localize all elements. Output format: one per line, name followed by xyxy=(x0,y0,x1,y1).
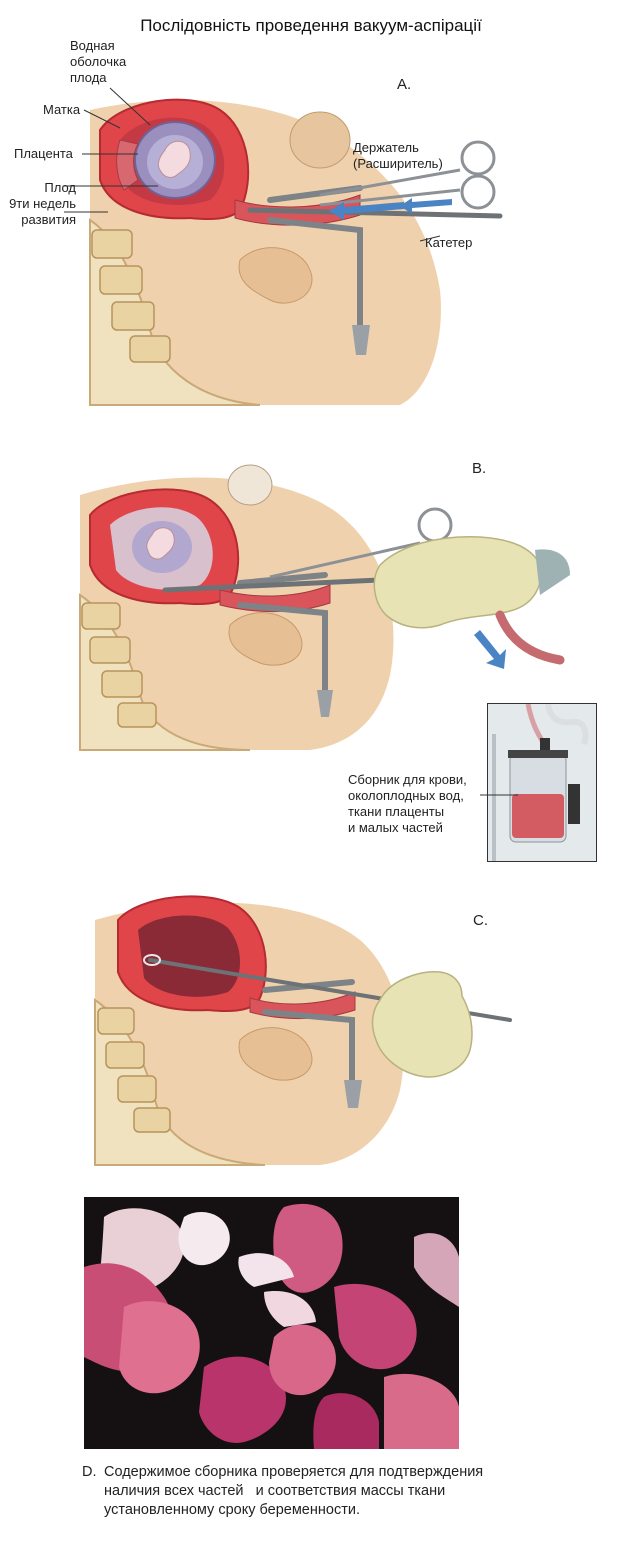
label-uterus: Матка xyxy=(43,102,81,117)
panel-a-illustration xyxy=(89,98,503,406)
label-placenta: Плацента xyxy=(14,146,73,161)
label-fetus: Плод 9ти недель развития xyxy=(9,180,76,227)
panel-c-letter: C. xyxy=(473,912,488,929)
collector-jar-photo xyxy=(487,703,597,862)
collector-jar-image xyxy=(488,704,596,861)
panel-b-letter: B. xyxy=(472,460,487,477)
page-title: Послідовність проведення вакуум-аспіраці… xyxy=(140,16,482,35)
collector-label: Сборник для крови, околоплодных вод, тка… xyxy=(348,772,467,835)
collector-leader-line xyxy=(480,794,518,796)
panel-a-letter: A. xyxy=(397,76,412,93)
panel-c-illustration xyxy=(94,895,512,1166)
collector-contents-photo xyxy=(84,1197,459,1449)
panel-b-illustration xyxy=(79,464,570,751)
panel-a-leader-lines xyxy=(64,87,441,242)
label-holder: Держатель (Расширитель) xyxy=(353,140,443,171)
panel-d-caption: D. Содержимое сборника проверяется для п… xyxy=(82,1463,584,1520)
caption-line-3: установленному сроку беременности. xyxy=(104,1502,360,1518)
caption-line-1: Содержимое сборника проверяется для подт… xyxy=(104,1464,484,1480)
label-amniotic-sac: Водная оболочка плода xyxy=(70,38,127,85)
label-catheter: Катетер xyxy=(425,235,473,250)
panel-d-letter: D. xyxy=(82,1464,97,1480)
tissue-image xyxy=(84,1197,459,1449)
caption-line-2: наличия всех частей и соответствия массы… xyxy=(104,1483,446,1499)
